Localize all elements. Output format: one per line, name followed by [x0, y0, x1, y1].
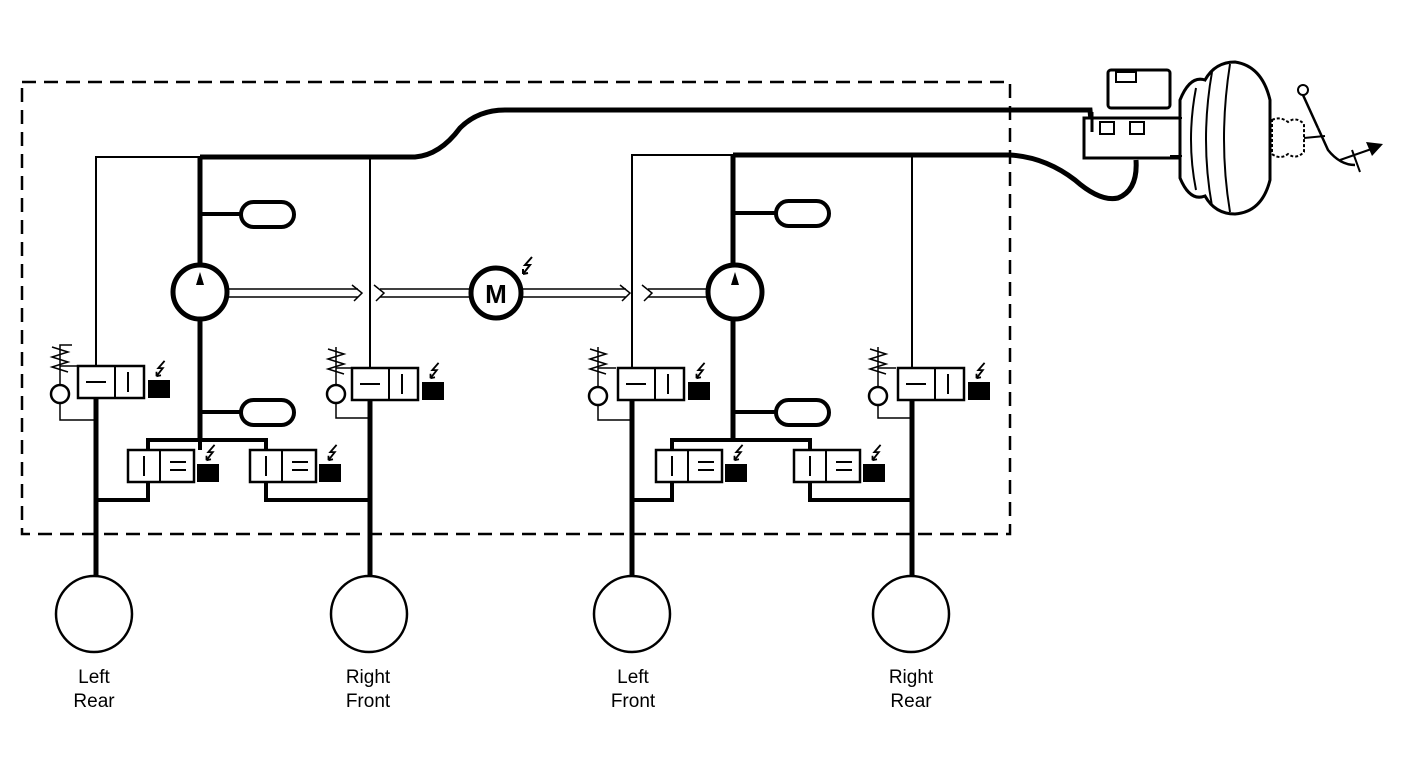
wheel-label-line1: Right: [888, 667, 934, 688]
brake-line-circuit-2: [733, 152, 1139, 202]
wheel-label-line1: Left: [78, 667, 110, 688]
modulator-boundary: [20, 80, 1012, 536]
inlet-valve-icon: [654, 444, 747, 484]
accumulator-icon: [239, 398, 296, 427]
wheel-label-line2: Rear: [890, 691, 932, 712]
accumulator-icon: [774, 398, 831, 427]
pump-motor: M: [468, 256, 533, 321]
accumulator-icon: [774, 199, 831, 228]
return-valve-icon: [325, 347, 444, 419]
accumulator-icon: [239, 200, 296, 229]
wheel-label-line2: Front: [610, 691, 656, 712]
wheel-label-line2: Front: [345, 691, 391, 712]
wheel-label-left-front: Left Front: [563, 666, 703, 714]
return-valve-icon: [867, 347, 990, 419]
wheel-brake-left-front: [592, 574, 672, 654]
inlet-valve-icon: [792, 444, 885, 484]
brake-booster: [1170, 60, 1305, 216]
wheel-label-line2: Rear: [73, 691, 115, 712]
wheel-label-left-rear: Left Rear: [24, 666, 164, 714]
inlet-valve-icon: [248, 444, 341, 484]
wheel-label-line1: Right: [345, 667, 391, 688]
wheel-label-right-front: Right Front: [298, 666, 438, 714]
left-hydraulic-circuit: [49, 156, 444, 575]
wheel-label-line1: Left: [617, 667, 649, 688]
wheel-label-right-rear: Right Rear: [841, 666, 981, 714]
return-valve-icon: [49, 344, 170, 421]
right-hydraulic-circuit: [587, 154, 990, 575]
inlet-valve-icon: [126, 444, 219, 484]
wheel-brake-right-front: [329, 574, 409, 654]
wheel-brake-left-rear: [54, 574, 134, 654]
wheel-brake-right-rear: [871, 574, 951, 654]
drive-shaft: [227, 284, 708, 302]
motor-label: M: [485, 279, 507, 309]
brake-pedal: [1297, 84, 1383, 173]
pump-icon: [705, 262, 765, 322]
master-cylinder: [1082, 68, 1182, 160]
pump-icon: [170, 262, 230, 322]
return-valve-icon: [587, 347, 710, 421]
brake-line-circuit-1: [200, 107, 1095, 160]
